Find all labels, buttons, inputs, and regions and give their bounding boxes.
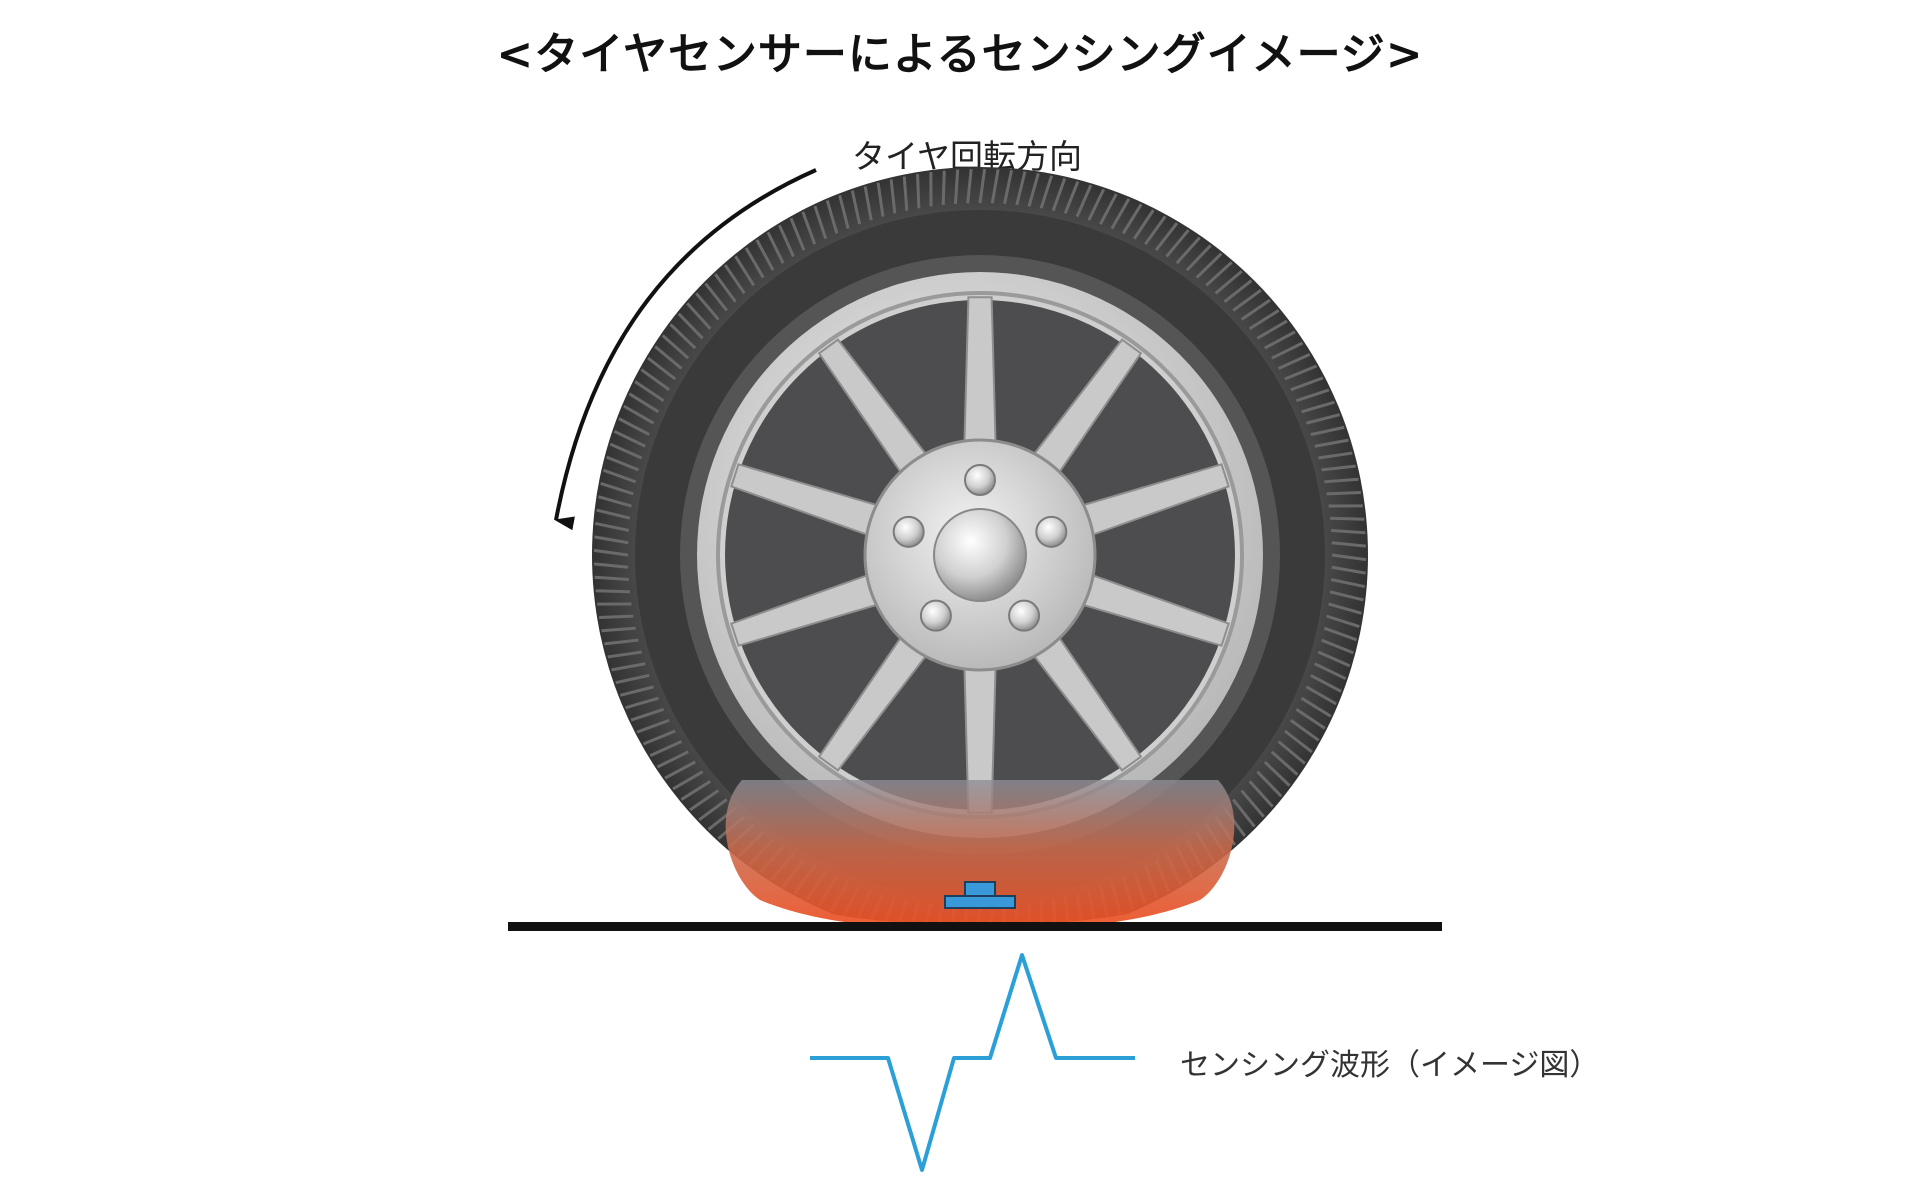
waveform-label: センシング波形（イメージ図） bbox=[1180, 1048, 1600, 1083]
page-title: <タイヤセンサーによるセンシングイメージ> bbox=[496, 29, 1424, 80]
contact-patch-icon bbox=[725, 780, 1235, 930]
ground-line bbox=[508, 922, 1442, 931]
rotation-arrow-icon bbox=[554, 168, 817, 531]
waveform-icon bbox=[810, 953, 1135, 1172]
tire-wheel-icon bbox=[592, 167, 1368, 930]
sensor-icon bbox=[944, 881, 1016, 909]
